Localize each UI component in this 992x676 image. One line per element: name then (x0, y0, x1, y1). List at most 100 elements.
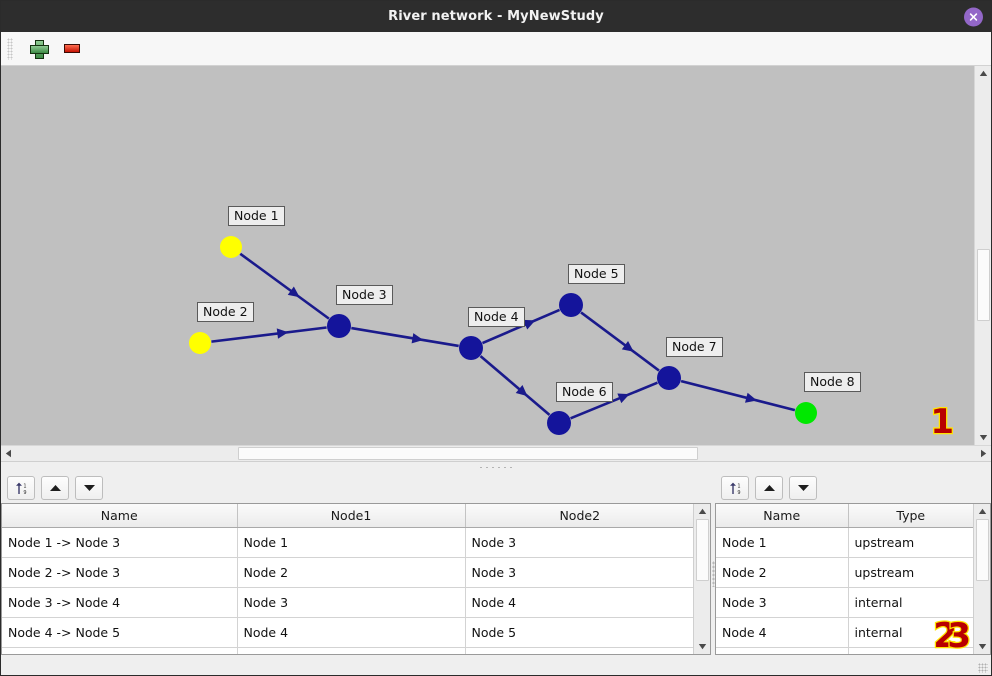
table-cell[interactable]: Node 3 -> Node 4 (2, 587, 238, 618)
vertical-splitter[interactable] (711, 473, 715, 675)
graph-node[interactable] (559, 293, 583, 317)
table-cell[interactable]: Node 1 (716, 527, 849, 558)
graph-node[interactable] (657, 366, 681, 390)
graph-node-label[interactable]: Node 8 (804, 372, 861, 393)
links-sort-button[interactable]: 1 9 (7, 476, 35, 500)
table-cell[interactable]: Node 4 (716, 617, 849, 648)
nodes-vertical-scrollbar[interactable] (973, 504, 990, 654)
graph-node-label[interactable]: Node 5 (568, 264, 625, 285)
table-cell[interactable]: Node 3 (237, 587, 466, 618)
graph-vscroll-thumb[interactable] (976, 249, 990, 321)
nodes-vscroll-thumb[interactable] (975, 519, 989, 581)
table-cell[interactable]: Node 1 -> Node 3 (2, 527, 238, 558)
column-header-name[interactable]: Name (2, 504, 238, 528)
table-cell[interactable]: Node 3 (465, 557, 693, 588)
graph-vscroll-track[interactable] (976, 81, 991, 430)
nodes-vscroll-track[interactable] (975, 519, 990, 639)
table-cell[interactable]: Node 2 (237, 557, 466, 588)
graph-hscroll-track[interactable] (16, 446, 976, 461)
graph-hscroll-thumb[interactable] (238, 447, 698, 460)
links-vertical-scrollbar[interactable] (693, 504, 710, 654)
table-cell[interactable]: Node 1 (237, 527, 466, 558)
graph-node-label[interactable]: Node 2 (197, 302, 254, 323)
graph-node-label[interactable]: Node 7 (666, 337, 723, 358)
links-scroll-down-icon[interactable] (695, 639, 710, 654)
column-header-node2[interactable]: Node2 (465, 504, 693, 528)
scroll-down-icon[interactable] (976, 430, 991, 445)
table-cell[interactable]: Node 4 (465, 587, 693, 618)
links-vscroll-thumb[interactable] (695, 519, 709, 581)
table-cell[interactable]: Node 4 (237, 617, 466, 648)
links-vscroll-track[interactable] (695, 519, 710, 639)
graph-node-label[interactable]: Node 1 (228, 206, 285, 227)
table-cell[interactable]: Node 3 (465, 527, 693, 558)
links-move-up-button[interactable] (41, 476, 69, 500)
network-graph-canvas[interactable]: Node 1 Node 2 Node 3 Node 4 Node 5 Node 6 Node… (1, 66, 974, 445)
graph-edge[interactable] (479, 355, 551, 416)
add-node-button[interactable] (27, 38, 49, 60)
delete-node-button[interactable] (61, 38, 83, 60)
graph-edge[interactable] (351, 326, 459, 348)
graph-node-label[interactable]: Node 4 (468, 307, 525, 328)
column-header-node1[interactable]: Node1 (237, 504, 466, 528)
nodes-table-row-empty[interactable] (716, 647, 973, 654)
table-cell[interactable]: upstream (848, 527, 973, 558)
table-cell-empty[interactable] (716, 647, 849, 654)
table-cell[interactable]: Node 5 (465, 617, 693, 648)
nodes-move-up-button[interactable] (755, 476, 783, 500)
table-cell-empty[interactable] (465, 647, 693, 654)
table-cell[interactable]: Node 4 -> Node 5 (2, 617, 238, 648)
table-cell-empty[interactable] (848, 647, 973, 654)
close-icon[interactable] (964, 7, 983, 26)
nodes-scroll-down-icon[interactable] (975, 639, 990, 654)
toolbar-drag-handle[interactable] (7, 37, 13, 60)
column-header-name[interactable]: Name (716, 504, 849, 528)
graph-node[interactable] (459, 336, 483, 360)
table-cell[interactable]: internal (848, 587, 973, 618)
table-cell[interactable]: Node 2 (716, 557, 849, 588)
table-cell[interactable]: Node 3 (716, 587, 849, 618)
links-scroll-up-icon[interactable] (695, 504, 710, 519)
nodes-move-down-button[interactable] (789, 476, 817, 500)
graph-node[interactable] (327, 314, 351, 338)
graph-horizontal-scrollbar[interactable] (1, 445, 991, 461)
graph-edge[interactable] (239, 252, 330, 320)
table-cell[interactable]: internal (848, 617, 973, 648)
links-move-down-button[interactable] (75, 476, 103, 500)
scroll-up-icon[interactable] (976, 66, 991, 81)
graph-node[interactable] (547, 411, 571, 435)
graph-edge[interactable] (211, 326, 327, 343)
table-cell-empty[interactable] (237, 647, 466, 654)
scroll-right-icon[interactable] (976, 446, 991, 461)
graph-node-label[interactable]: Node 6 (556, 382, 613, 403)
scroll-left-icon[interactable] (1, 446, 16, 461)
graph-vertical-scrollbar[interactable] (974, 66, 991, 445)
links-table-row-empty[interactable] (2, 647, 693, 654)
column-header-type[interactable]: Type (848, 504, 973, 528)
graph-edge[interactable] (570, 381, 658, 420)
table-cell[interactable]: Node 2 -> Node 3 (2, 557, 238, 588)
window-resize-grip[interactable] (978, 663, 988, 673)
horizontal-splitter[interactable] (1, 461, 991, 473)
graph-edge[interactable] (580, 311, 660, 372)
graph-node[interactable] (220, 236, 242, 258)
nodes-scroll-up-icon[interactable] (975, 504, 990, 519)
graph-node[interactable] (189, 332, 211, 354)
graph-edge[interactable] (680, 379, 796, 412)
graph-node[interactable] (795, 402, 817, 424)
nodes-sort-button[interactable]: 1 9 (721, 476, 749, 500)
table-cell[interactable]: upstream (848, 557, 973, 588)
graph-node-label[interactable]: Node 3 (336, 285, 393, 306)
